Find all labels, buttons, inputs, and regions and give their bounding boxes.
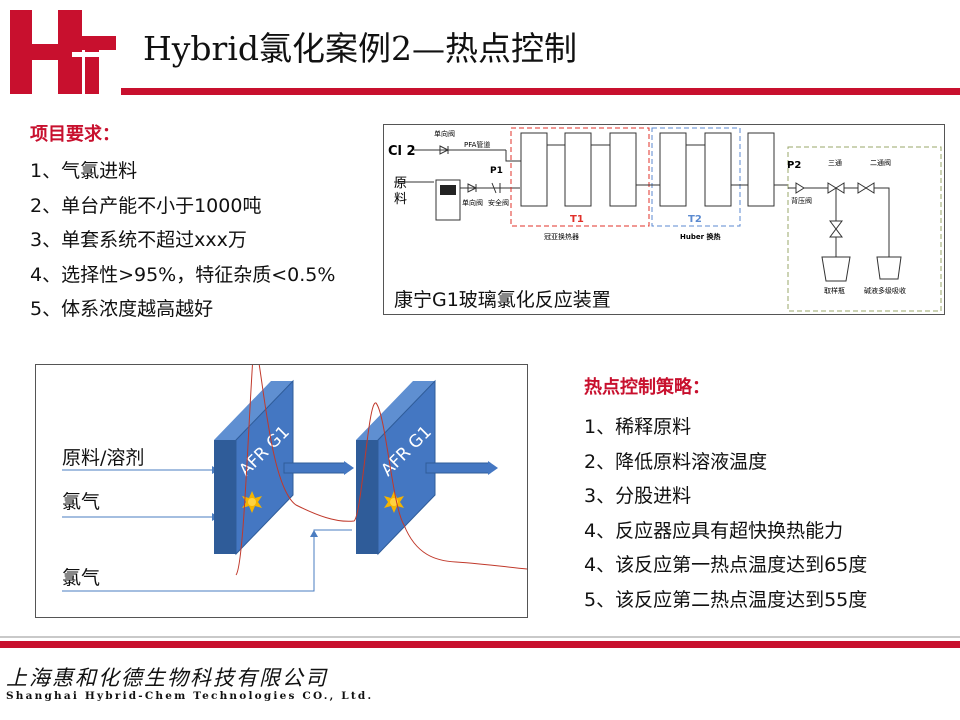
requirement-item: 3、单套系统不超过xxx万 <box>30 229 247 251</box>
strategy-item: 2、降低原料溶液温度 <box>584 450 768 473</box>
pump-p1-piston <box>440 185 456 195</box>
three-way-label: 三通 <box>828 158 842 167</box>
p2-label: P2 <box>787 160 801 171</box>
cooler-label: 冠亚换热器 <box>544 232 579 241</box>
sample-label: 取样瓶 <box>824 286 845 295</box>
requirement-item: 4、选择性>95%，特征杂质<0.5% <box>30 263 336 286</box>
reactor2-side <box>356 440 378 554</box>
strategy-item: 5、该反应第二热点温度达到55度 <box>584 588 868 611</box>
module-3 <box>609 132 637 207</box>
module-connectors <box>505 144 748 186</box>
module-4 <box>659 132 687 207</box>
t2-label: T2 <box>688 214 702 225</box>
device-diagram: Cl 2 单向阀 PFA管道 原 料 P1 单向阀 安全阀 T1 T2 冠亚换热… <box>383 124 945 315</box>
company-name-cn: 上海惠和化德生物科技有限公司 <box>6 666 328 690</box>
logo-h-shape <box>10 10 82 94</box>
reactor1-top <box>214 381 293 440</box>
module-1 <box>520 132 548 207</box>
module-5 <box>704 132 732 207</box>
cl2-input-line <box>62 529 352 592</box>
two-way-valve-icon <box>857 182 875 194</box>
downstream-zone <box>787 146 942 312</box>
requirement-item: 2、单台产能不小于1000吨 <box>30 194 262 217</box>
t1-label: T1 <box>570 214 584 225</box>
reactor1-side <box>214 440 236 554</box>
huber-label: Huber 换热 <box>680 232 721 241</box>
two-way-label: 二通阀 <box>870 158 891 167</box>
requirements-heading: 项目要求： <box>30 124 120 145</box>
strategy-item: 4、反应器应具有超快换热能力 <box>584 519 844 542</box>
reactor1-face <box>235 379 294 556</box>
check-valve-label: 单向阀 <box>462 198 483 207</box>
input-cl2-label: 氯气 <box>62 567 101 589</box>
strategy-list: 1、稀释原料 2、降低原料溶液温度 3、分股进料 4、反应器应具有超快换热能力 … <box>584 410 867 617</box>
strategy-item: 1、稀释原料 <box>584 416 692 438</box>
reactor2-top <box>356 381 435 440</box>
sun-icon <box>242 491 262 513</box>
reactor-connector <box>283 462 347 474</box>
device-caption: 康宁G1玻璃氯化反应装置 <box>394 289 611 311</box>
check-valve-icon <box>467 183 478 193</box>
input-cl1-label: 氯气 <box>62 491 101 513</box>
footer-divider-grey <box>0 636 960 638</box>
raw-label-2: 料 <box>394 192 407 207</box>
logo-t-stem <box>85 36 99 94</box>
side-valve-icon <box>829 220 843 238</box>
flow-schematic: AFR G1 AFR G1 <box>62 339 528 592</box>
outlet-arrow <box>488 461 498 475</box>
alkali-vessel-icon <box>876 256 902 280</box>
sample-bottle-icon <box>821 256 851 282</box>
check-valve-top-icon <box>439 145 450 155</box>
t1-zone <box>510 127 650 227</box>
flow-diagram: AFR G1 AFR G1 原料/溶剂 氯气 氯气 <box>35 339 528 618</box>
device-schematic: Cl 2 单向阀 PFA管道 原 料 P1 单向阀 安全阀 T1 T2 冠亚换热… <box>388 127 942 312</box>
reactor-connector-arrow <box>344 461 354 475</box>
page-title: Hybrid氯化案例2—热点控制 <box>143 29 577 68</box>
strategy-heading: 热点控制策略： <box>584 377 710 398</box>
requirement-item: 5、体系浓度越高越好 <box>30 298 214 320</box>
t2-zone <box>651 127 741 227</box>
company-name-en: Shanghai Hybrid-Chem Technologies CO., L… <box>6 690 374 702</box>
module-2 <box>564 132 592 207</box>
cl2-input-arrow <box>310 530 318 537</box>
footer-divider <box>0 641 960 648</box>
raw-label-1: 原 <box>394 176 407 191</box>
strategy-item: 3、分股进料 <box>584 485 692 507</box>
p1-label: P1 <box>490 166 503 176</box>
safety-valve-icon <box>491 182 501 194</box>
cl2-label: Cl 2 <box>388 144 416 159</box>
back-valve-label: 背压阀 <box>791 196 812 205</box>
logo-t-inner <box>72 52 110 57</box>
back-valve-icon <box>795 182 805 194</box>
outlet-pipe <box>425 462 491 474</box>
safety-valve-label: 安全阀 <box>488 198 509 207</box>
title-divider <box>121 88 960 95</box>
strategy-item: 4、该反应第一热点温度达到65度 <box>584 554 868 576</box>
input-raw-label: 原料/溶剂 <box>62 447 145 469</box>
requirements-list: 1、气氯进料 2、单台产能不小于1000吨 3、单套系统不超过xxx万 4、选择… <box>30 154 335 327</box>
alkali-label: 碱液多级吸收 <box>864 286 906 295</box>
pfa-label: PFA管道 <box>464 140 490 149</box>
requirement-item: 1、气氯进料 <box>30 160 138 182</box>
module-6 <box>747 132 775 207</box>
reactor2-face <box>377 379 436 556</box>
company-logo <box>10 10 116 94</box>
check-valve-top-label: 单向阀 <box>434 129 455 138</box>
